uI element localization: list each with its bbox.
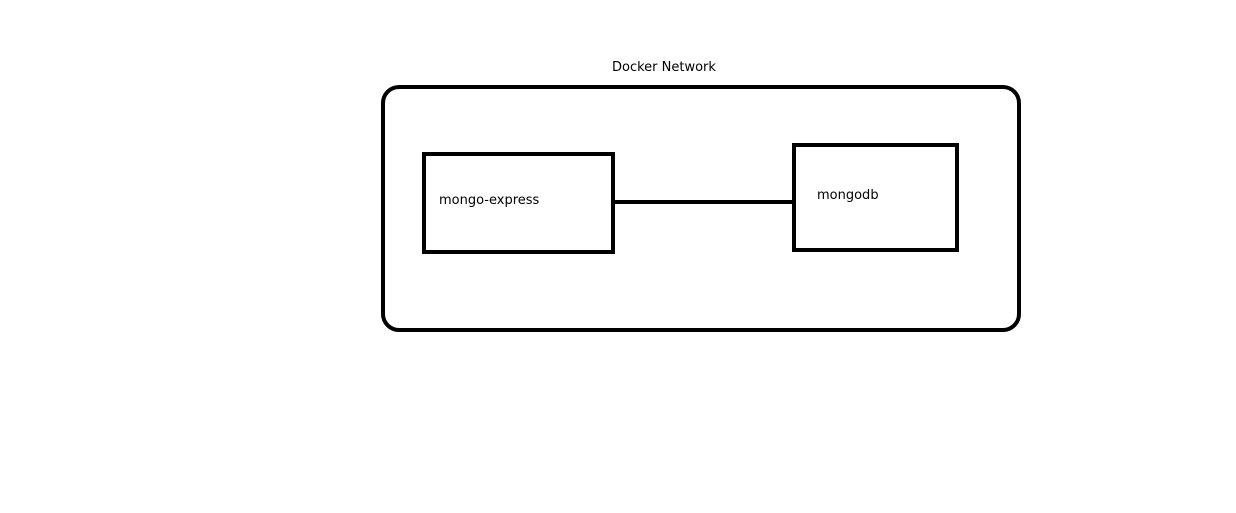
- docker-network-label: Docker Network: [612, 60, 716, 75]
- mongodb-node-label: mongodb: [817, 188, 879, 203]
- mongo-express-node-label: mongo-express: [439, 193, 540, 208]
- mongo-express-node: mongo-express: [422, 152, 615, 254]
- mongodb-node: mongodb: [792, 143, 959, 252]
- docker-network-boundary: [381, 85, 1021, 332]
- mongo-express-to-mongodb-connector: [615, 200, 792, 204]
